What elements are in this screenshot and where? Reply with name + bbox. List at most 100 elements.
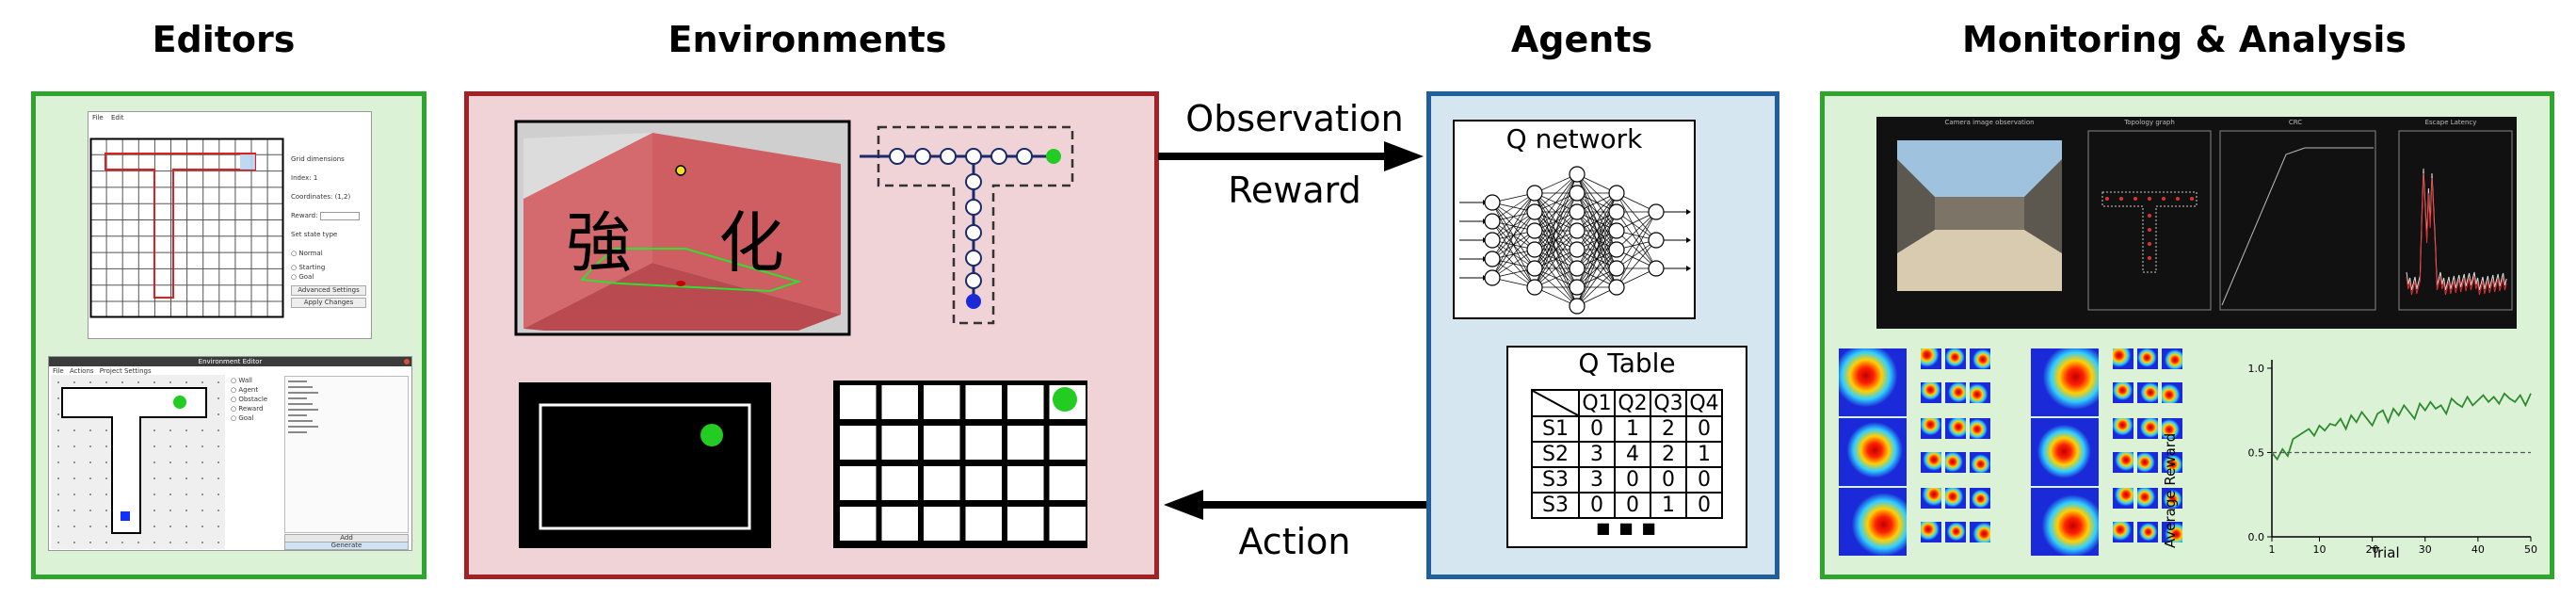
camera-panel-title: Camera image observation [1944,119,2035,126]
nn-neuron [1569,166,1586,183]
mini-node [2119,197,2123,201]
heatmap-tile [2113,418,2133,439]
topology-node [914,148,931,165]
arrowhead-icon [1686,209,1691,215]
grid-cell [1007,466,1044,500]
apply-changes-button[interactable]: Apply Changes [291,298,366,308]
arrowhead-icon [1686,237,1691,243]
env-editor-list[interactable] [284,376,409,533]
mini-node [2148,228,2151,232]
grid-dot [201,494,203,495]
place-field-maps [1839,348,2234,556]
grid-editor-menu: File Edit [92,114,124,121]
radio-starting[interactable]: ○ Starting [291,264,326,271]
topology-panel-title: Topology graph [2124,119,2175,126]
env-editor-canvas[interactable] [51,375,225,549]
grid-cell [840,426,877,460]
y-tick-label: 0.5 [2248,446,2265,459]
grid-dot [153,461,155,463]
nn-connection [1491,192,1536,222]
env-menu-actions[interactable]: Actions [69,367,94,375]
heatmap-tile [1970,348,1990,369]
grid-dot [153,429,155,431]
nn-connection [1616,192,1657,241]
arrowhead-icon [1686,266,1691,271]
grid-dot [89,494,91,495]
heatmap-tile [2137,418,2158,439]
nn-connection [1491,249,1536,279]
radio-reward[interactable]: ○ Reward [231,405,264,413]
radio-normal[interactable]: ○ Normal [291,250,323,257]
heatmap-tile [1970,382,1990,403]
radio-wall[interactable]: ○ Wall [231,377,252,384]
grid-dot [105,445,107,447]
close-icon[interactable] [404,359,410,364]
observation-arrow [1158,141,1424,171]
mini-node [2148,197,2151,201]
monitor-dashboard: Camera image observation Topology graph … [1876,117,2517,329]
room-char-2: 化 [718,204,784,282]
nn-connection [1616,211,1657,288]
list-line [288,414,307,416]
q-table-ellipsis: ■ ■ ■ [1596,519,1658,537]
grid-dot [57,478,59,479]
grid-dot [89,445,91,447]
menu-edit[interactable]: Edit [110,114,124,121]
topology-node [1016,148,1033,165]
mini-node [2148,256,2151,260]
heatmap-tile [1945,348,1966,369]
env-menu-file[interactable]: File [53,367,64,375]
heatmap-tile [2137,522,2158,542]
yellow-marker [675,165,686,176]
grid-dot [57,461,59,463]
grid-dim-label: Grid dimensions [291,155,345,163]
radio-goal[interactable]: ○ Goal [291,273,314,281]
nn-neuron [1608,241,1625,258]
nn-connection [1534,173,1578,232]
grid-dot [73,478,75,479]
action-arrow [1164,490,1431,520]
grid-dot [169,478,171,479]
nn-connection [1576,230,1618,307]
grid-editor-grid[interactable] [89,138,284,318]
heatmap-tile [1839,348,1907,416]
generate-button[interactable]: Generate [284,542,409,550]
heatmap-tile [2113,348,2133,369]
topology-node [965,272,982,289]
topology-node [889,148,906,165]
room-3d-image [514,120,851,336]
menu-file[interactable]: File [92,114,104,121]
grid-dot [169,510,171,511]
heatmap-tile [2031,418,2099,486]
grid-dot [201,381,203,383]
grid-dot [185,510,187,511]
heatmap-tile [2137,488,2158,509]
grid-cell [924,466,960,500]
nn-connection [1491,230,1536,279]
radio-obstacle[interactable]: ○ Obstacle [231,396,268,403]
grid-dot [73,381,75,383]
observation-label: Observation [1185,98,1404,139]
grid-cell [840,507,877,541]
nn-neuron [1526,260,1543,277]
nn-neuron [1526,241,1543,258]
grid-border [89,138,284,318]
radio-goal-env[interactable]: ○ Goal [231,414,254,422]
nn-neuron [1569,298,1586,315]
nn-neuron [1569,222,1586,239]
open-field-env [519,382,771,548]
grid-dot [185,494,187,495]
cell: 0 [1578,415,1616,443]
x-tick-label: 20 [2366,543,2379,556]
list-line [288,380,307,382]
grid-dot [57,494,59,495]
reward-input[interactable] [319,211,360,220]
grid-dot [105,494,107,495]
env-menu-project[interactable]: Project Settings [99,367,152,375]
radio-agent[interactable]: ○ Agent [231,386,259,394]
nn-neuron [1569,203,1586,220]
advanced-settings-button[interactable]: Advanced Settings [291,285,366,296]
